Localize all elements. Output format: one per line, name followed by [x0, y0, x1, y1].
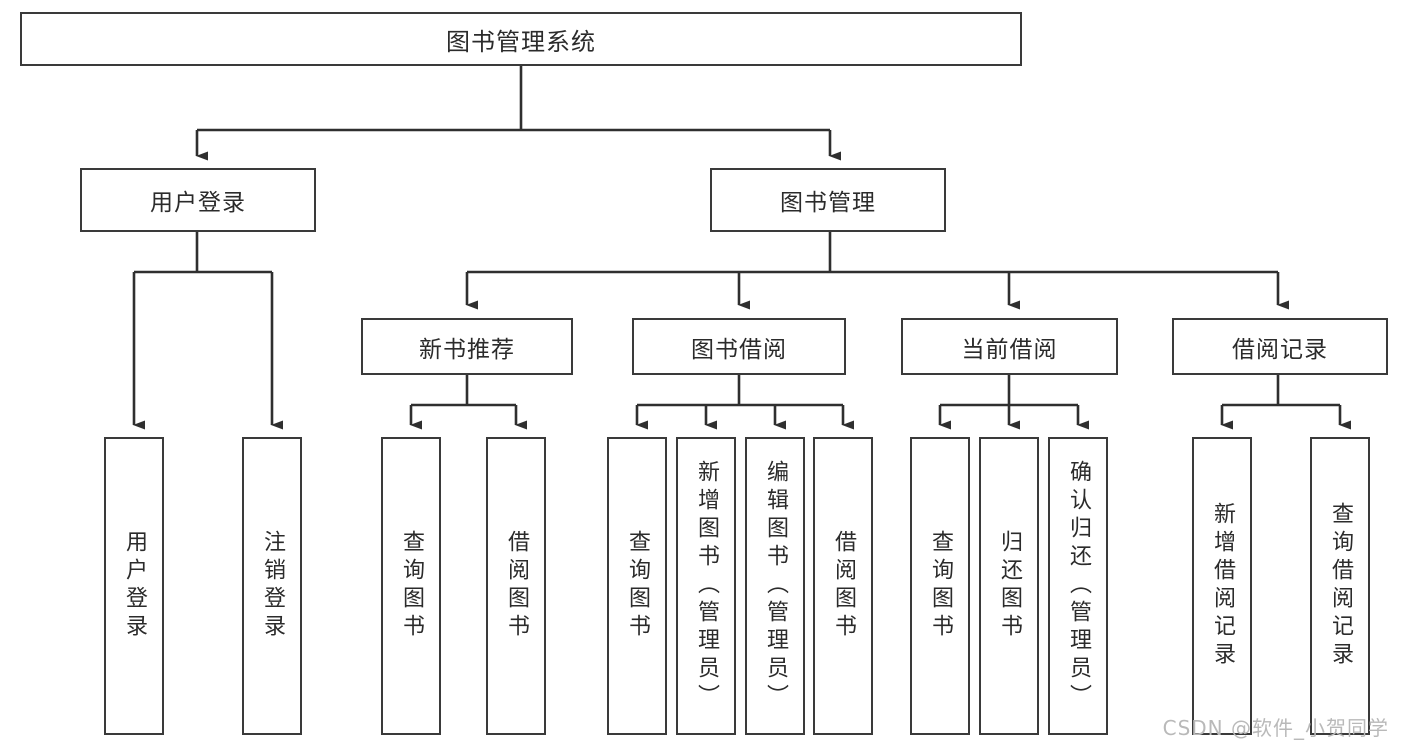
- node-user-login[interactable]: 用户登录: [80, 168, 316, 232]
- node-label: 归还图书: [997, 530, 1022, 642]
- node-label: 借阅记录: [1232, 336, 1328, 363]
- node-label: 查询图书: [625, 530, 650, 642]
- node-label: 图书借阅: [691, 336, 787, 363]
- node-book-borrow[interactable]: 图书借阅: [632, 318, 846, 375]
- node-label: 确认归还（管理员）: [1066, 460, 1091, 712]
- node-label: 新增借阅记录: [1210, 502, 1235, 670]
- leaf-borrow-edit-book-admin[interactable]: 编辑图书（管理员）: [745, 437, 805, 735]
- leaf-user-login-logout[interactable]: 注销登录: [242, 437, 302, 735]
- node-label: 用户登录: [122, 530, 147, 642]
- node-root-book-management-system[interactable]: 图书管理系统: [20, 12, 1022, 66]
- node-borrow-record[interactable]: 借阅记录: [1172, 318, 1388, 375]
- node-new-book-recommend[interactable]: 新书推荐: [361, 318, 573, 375]
- node-label: 图书管理: [780, 190, 876, 216]
- node-label: 查询图书: [399, 530, 424, 642]
- leaf-borrow-query-book[interactable]: 查询图书: [607, 437, 667, 735]
- leaf-current-confirm-return-admin[interactable]: 确认归还（管理员）: [1048, 437, 1108, 735]
- leaf-user-login-login[interactable]: 用户登录: [104, 437, 164, 735]
- node-current-borrow[interactable]: 当前借阅: [901, 318, 1118, 375]
- node-label: 新书推荐: [419, 336, 515, 363]
- leaf-new-book-borrow[interactable]: 借阅图书: [486, 437, 546, 735]
- node-label: 借阅图书: [831, 530, 856, 642]
- leaf-record-add-borrow-record[interactable]: 新增借阅记录: [1192, 437, 1252, 735]
- node-label: 注销登录: [260, 530, 285, 642]
- node-book-management[interactable]: 图书管理: [710, 168, 946, 232]
- node-label: 用户登录: [150, 190, 246, 216]
- leaf-borrow-borrow-book[interactable]: 借阅图书: [813, 437, 873, 735]
- node-label: 查询借阅记录: [1328, 502, 1353, 670]
- csdn-watermark: CSDN @软件_小贺同学: [1162, 716, 1389, 740]
- leaf-current-return-book[interactable]: 归还图书: [979, 437, 1039, 735]
- node-label: 查询图书: [928, 530, 953, 642]
- node-label: 借阅图书: [504, 530, 529, 642]
- leaf-borrow-add-book-admin[interactable]: 新增图书（管理员）: [676, 437, 736, 735]
- node-label: 新增图书（管理员）: [694, 460, 719, 712]
- leaf-current-query-book[interactable]: 查询图书: [910, 437, 970, 735]
- node-label: 编辑图书（管理员）: [763, 460, 788, 712]
- leaf-new-book-query[interactable]: 查询图书: [381, 437, 441, 735]
- leaf-record-query-borrow-record[interactable]: 查询借阅记录: [1310, 437, 1370, 735]
- node-label: 图书管理系统: [446, 27, 596, 56]
- node-label: 当前借阅: [961, 336, 1058, 363]
